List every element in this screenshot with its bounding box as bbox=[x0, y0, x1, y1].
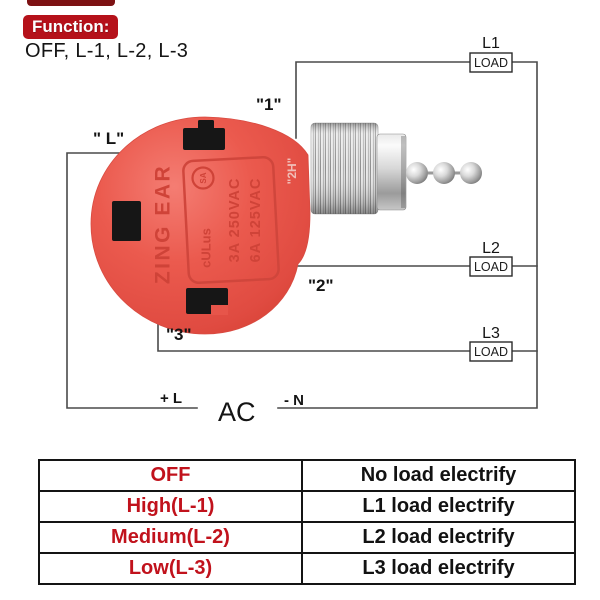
cropped-banner-strip bbox=[27, 0, 115, 6]
terminal-2-label: "2" bbox=[308, 276, 334, 295]
function-table: OFF No load electrify High(L-1) L1 load … bbox=[38, 459, 576, 585]
csa-mark-icon bbox=[191, 166, 215, 190]
threaded-stem-shading bbox=[311, 123, 378, 214]
table-row: Low(L-3) L3 load electrify bbox=[38, 552, 576, 585]
terminal-1-tab bbox=[198, 120, 214, 130]
rating-2-text: 6A 125VAC bbox=[248, 178, 264, 263]
load-box-l1-label: LOAD bbox=[474, 56, 508, 70]
terminal-l bbox=[112, 201, 141, 241]
effect-cell: L2 load electrify bbox=[301, 521, 576, 554]
terminal-3-label: "3" bbox=[166, 325, 192, 344]
wire-terminal-3 bbox=[157, 313, 538, 352]
effect-cell: L3 load electrify bbox=[301, 552, 576, 585]
wire-neutral-bus bbox=[277, 61, 538, 409]
label-plate bbox=[182, 155, 280, 285]
csa-mark-text: SA bbox=[199, 172, 208, 183]
load-box-l2 bbox=[469, 256, 513, 277]
switch-shaft bbox=[310, 122, 482, 215]
effect-cell: L1 load electrify bbox=[301, 490, 576, 523]
terminal-1-label: "1" bbox=[256, 95, 282, 114]
2h-marking-text: "2H" bbox=[285, 158, 299, 185]
load-l2-name: L2 bbox=[482, 240, 500, 257]
rating-1-text: 3A 250VAC bbox=[227, 178, 243, 263]
live-label: + L bbox=[160, 390, 182, 407]
brand-text: ZING EAR bbox=[151, 164, 174, 284]
terminal-3-notch bbox=[211, 305, 228, 315]
load-box-l1 bbox=[469, 52, 513, 73]
load-box-l3-label: LOAD bbox=[474, 345, 508, 359]
table-row: High(L-1) L1 load electrify bbox=[38, 490, 576, 523]
chain-cap-edge bbox=[401, 136, 406, 208]
wire-terminal-1 bbox=[295, 61, 471, 139]
neutral-label: - N bbox=[284, 392, 304, 409]
terminal-l-label: " L" bbox=[93, 129, 124, 148]
mode-cell: High(L-1) bbox=[38, 490, 303, 523]
ac-source-label: AC bbox=[218, 397, 256, 427]
terminal-1 bbox=[183, 128, 225, 150]
table-row: Medium(L-2) L2 load electrify bbox=[38, 521, 576, 554]
switch-terminals bbox=[112, 120, 228, 315]
load-l3-name: L3 bbox=[482, 325, 500, 342]
function-badge: Function: bbox=[23, 15, 119, 39]
chain-cap bbox=[376, 133, 407, 211]
mode-cell: OFF bbox=[38, 459, 303, 492]
wiring-diagram-canvas: LOAD LOAD LOAD L1 L2 L3 ZING EAR bbox=[66, 35, 538, 427]
chain-bead bbox=[433, 162, 455, 184]
wire-live-l bbox=[66, 152, 198, 409]
table-row: OFF No load electrify bbox=[38, 459, 576, 492]
load-box-l2-label: LOAD bbox=[474, 260, 508, 274]
chain-bead bbox=[406, 162, 428, 184]
mode-cell: Medium(L-2) bbox=[38, 521, 303, 554]
chain-bead bbox=[460, 162, 482, 184]
load-l1-name: L1 bbox=[482, 35, 500, 52]
load-box-l3 bbox=[469, 341, 513, 362]
mode-cell: Low(L-3) bbox=[38, 552, 303, 585]
function-modes-text: OFF, L-1, L-2, L-3 bbox=[25, 40, 189, 62]
ul-mark-text: cULus bbox=[199, 228, 214, 268]
switch-markings: ZING EAR SA cULus 3A 250VAC 6A 125VAC "2… bbox=[151, 155, 299, 285]
effect-cell: No load electrify bbox=[301, 459, 576, 492]
